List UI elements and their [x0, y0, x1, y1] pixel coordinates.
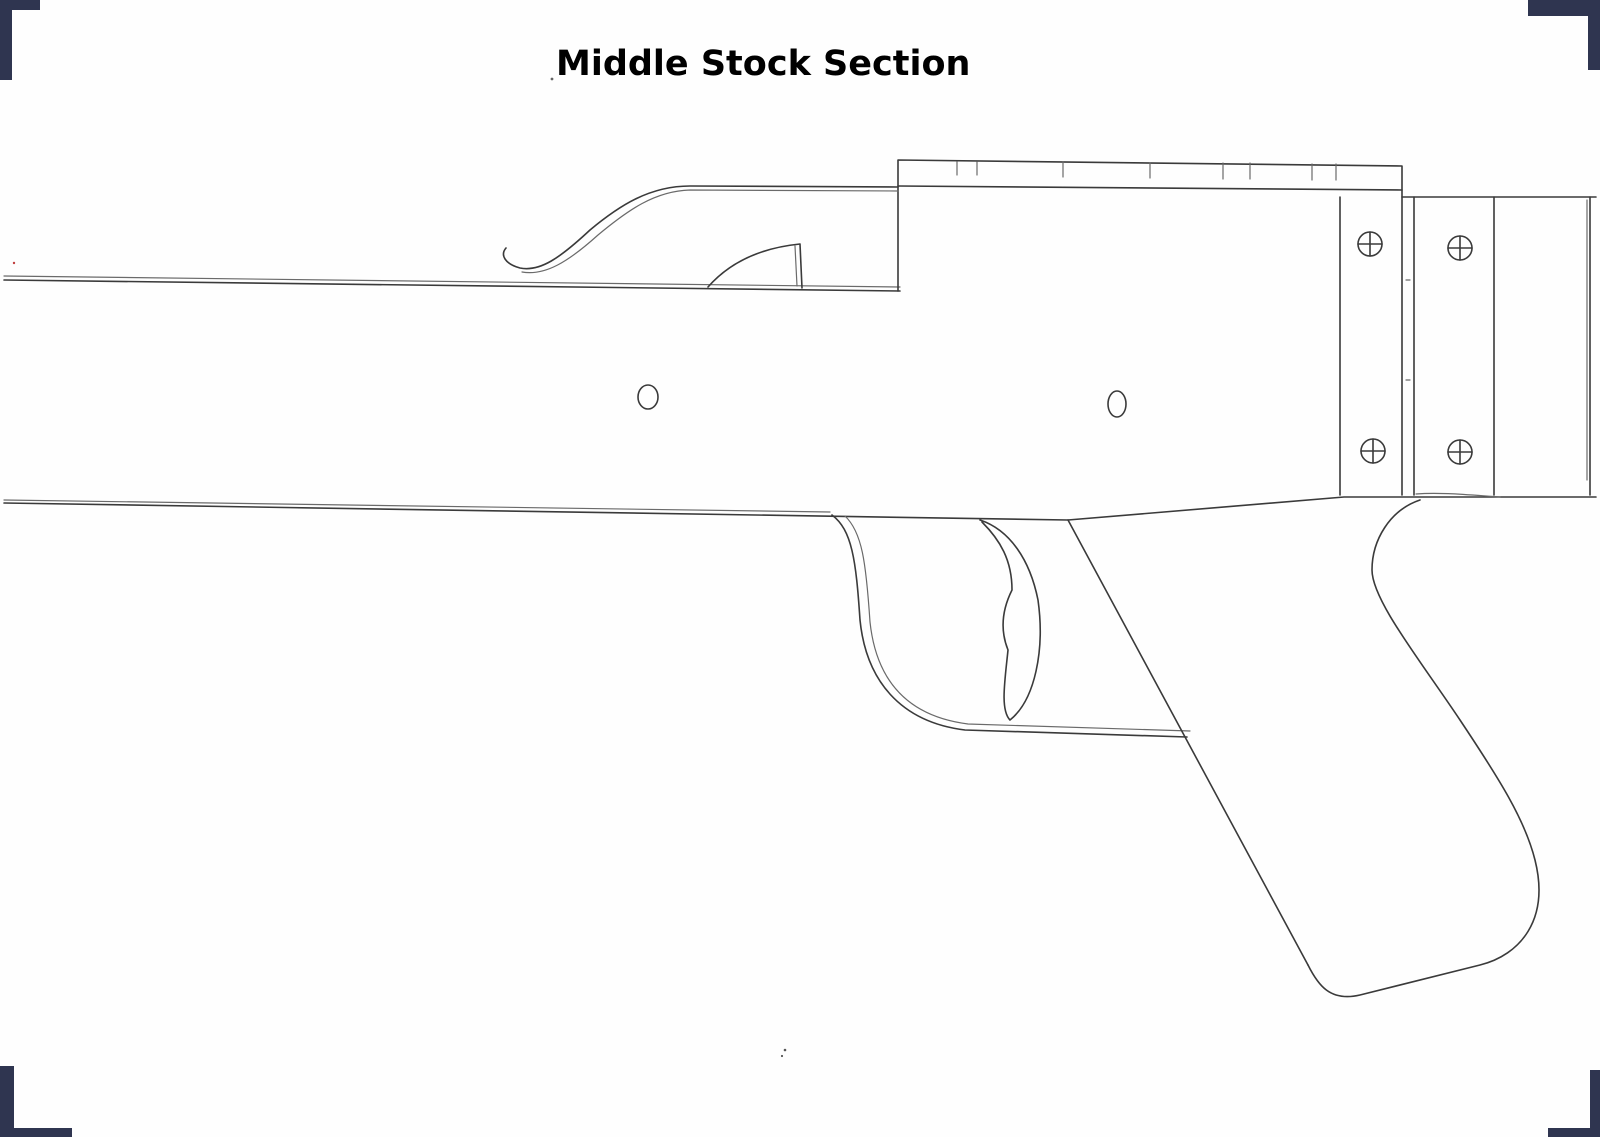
top-lever	[502, 185, 899, 270]
corner-mark-bottom-left	[0, 1066, 14, 1137]
corner-mark-top-right-h	[1528, 0, 1600, 16]
stray-dot	[550, 77, 554, 81]
pin-hole-left	[637, 384, 659, 410]
pin-hole-right	[1107, 390, 1127, 418]
screw-bottom-right	[1447, 439, 1473, 465]
corner-mark-bottom-left-h	[0, 1128, 72, 1137]
stray-dot-2	[783, 1048, 787, 1052]
screw-top-right	[1447, 235, 1473, 261]
body-top-edge	[3, 279, 901, 292]
corner-mark-top-left-h	[0, 0, 40, 10]
hinge-plate-outline	[1339, 196, 1591, 496]
receiver-block-outline	[897, 159, 1597, 292]
rail-ticks	[956, 161, 1337, 181]
screw-bottom-left	[1360, 438, 1386, 464]
pistol-grip	[1307, 499, 1540, 998]
grip-front-edge	[1067, 519, 1309, 966]
corner-mark-top-right	[1588, 0, 1600, 70]
stray-dot-3	[780, 1054, 784, 1058]
stray-dot-4	[12, 261, 16, 265]
corner-mark-top-left	[0, 0, 12, 80]
trigger-guard	[831, 514, 1188, 738]
corner-mark-bottom-right-h	[1548, 1128, 1600, 1137]
screw-top-left	[1357, 231, 1383, 257]
corner-mark-bottom-right	[1590, 1070, 1600, 1137]
body-bottom-edge	[3, 496, 1597, 521]
trigger	[979, 519, 1041, 721]
fin	[707, 243, 803, 289]
drawing-title: Middle Stock Section	[556, 44, 971, 84]
